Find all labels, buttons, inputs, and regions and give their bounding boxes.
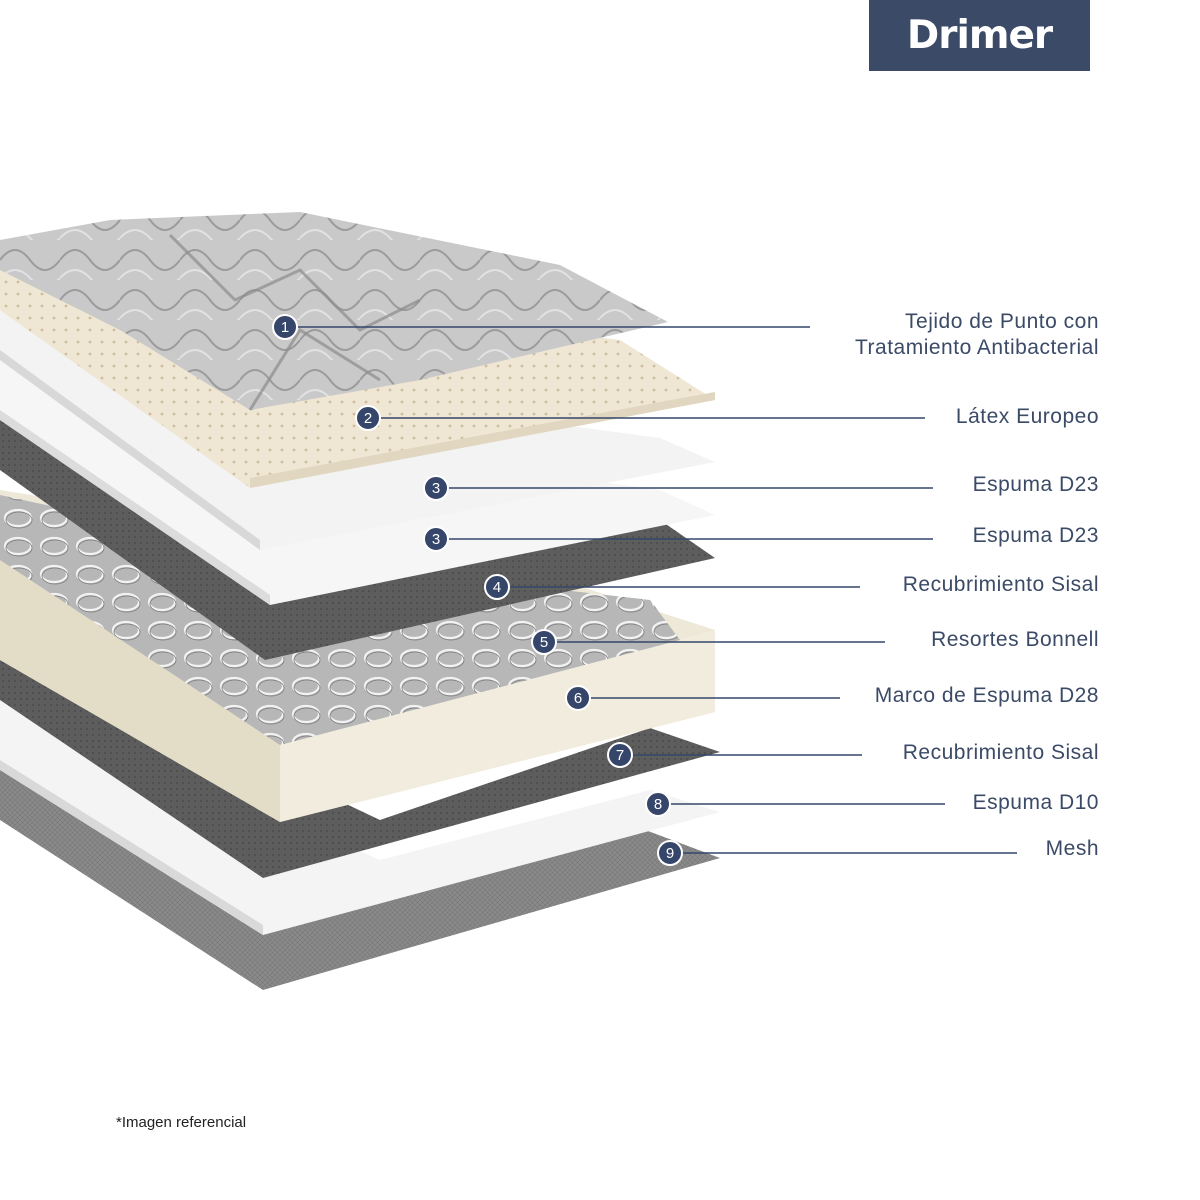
layer-marker-number: 6 xyxy=(574,690,582,707)
layer-marker xyxy=(657,840,683,866)
layer-label: Recubrimiento Sisal xyxy=(903,740,1099,766)
layer-label: Espuma D10 xyxy=(973,790,1099,816)
layer-marker-number: 5 xyxy=(540,634,548,651)
layer-label-line: Mesh xyxy=(1045,837,1099,860)
layer-marker xyxy=(565,685,591,711)
layer-label-line: Tratamiento Antibacterial xyxy=(854,336,1099,359)
layer-marker-number: 2 xyxy=(364,410,372,427)
footnote: *Imagen referencial xyxy=(116,1114,247,1131)
layer-label-line: Espuma D10 xyxy=(972,791,1099,814)
layer-label-line: Látex Europeo xyxy=(955,405,1099,428)
layer-label: Espuma D23 xyxy=(973,523,1099,549)
layer-marker xyxy=(531,629,557,655)
layer-marker-number: 1 xyxy=(281,319,289,336)
layer-marker xyxy=(484,574,510,600)
layer-marker-number: 7 xyxy=(616,747,624,764)
layer-marker xyxy=(272,314,298,340)
layer-label-line: Espuma D23 xyxy=(972,473,1099,496)
layer-marker-number: 4 xyxy=(493,579,501,596)
layer-marker-number: 8 xyxy=(654,796,662,813)
brand-logo-text: Drimer xyxy=(906,13,1053,58)
layer-label-line: Marco de Espuma D28 xyxy=(874,684,1099,707)
layer-label: Marco de Espuma D28 xyxy=(875,683,1099,709)
layer-label: Recubrimiento Sisal xyxy=(903,572,1099,598)
layer-marker-number: 9 xyxy=(666,845,674,862)
layer-label: Mesh xyxy=(1046,836,1099,862)
layer-marker-number: 3 xyxy=(432,480,440,497)
layer-label-line: Tejido de Punto con xyxy=(905,310,1099,333)
layer-label-line: Espuma D23 xyxy=(972,524,1099,547)
layer-marker xyxy=(355,405,381,431)
layer-marker-number: 3 xyxy=(432,531,440,548)
brand-logo: Drimer xyxy=(869,0,1090,71)
layer-marker xyxy=(423,526,449,552)
layer-label: Látex Europeo xyxy=(956,404,1099,430)
layer-label-line: Recubrimiento Sisal xyxy=(902,573,1099,596)
layer-marker xyxy=(607,742,633,768)
layer-label-line: Resortes Bonnell xyxy=(931,628,1099,651)
layer-marker xyxy=(423,475,449,501)
layer-label: Espuma D23 xyxy=(973,472,1099,498)
layer-label: Resortes Bonnell xyxy=(931,627,1099,653)
layer-label-line: Recubrimiento Sisal xyxy=(902,741,1099,764)
layer-marker xyxy=(645,791,671,817)
